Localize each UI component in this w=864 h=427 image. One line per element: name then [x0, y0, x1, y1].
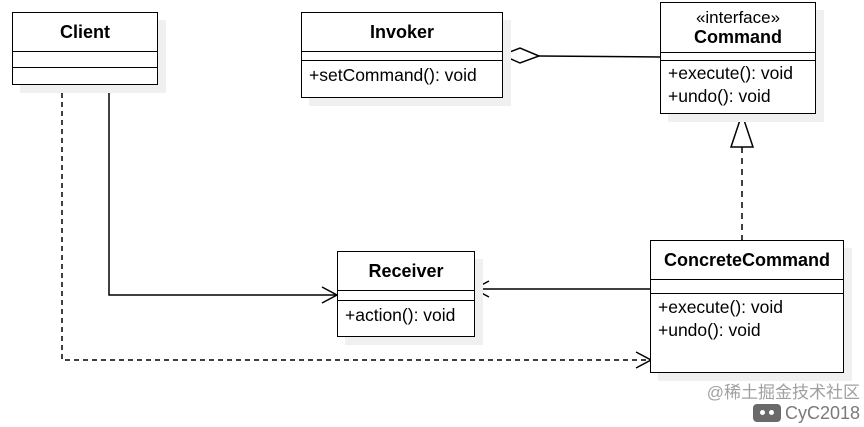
- command-stereotype: «interface»: [695, 8, 781, 27]
- invoker-command-aggregation-line: [538, 55, 662, 58]
- invoker-class: Invoker +setCommand(): void: [301, 12, 503, 98]
- command-interface-header: «interface» Command: [661, 3, 815, 53]
- client-attributes: [13, 52, 157, 68]
- concrete-operation-execute: +execute(): void: [658, 297, 783, 317]
- invoker-operations: +setCommand(): void: [302, 61, 502, 87]
- receiver-operations: +action(): void: [338, 301, 474, 327]
- command-interface-name: Command: [693, 27, 782, 47]
- watermark: @稀土掘金技术社区 CyC2018: [707, 383, 860, 423]
- aggregation-diamond: [500, 47, 542, 64]
- command-operation-execute: +execute(): void: [668, 63, 793, 83]
- invoker-class-name: Invoker: [369, 22, 435, 42]
- concrete-command-class: ConcreteCommand +execute(): void +undo()…: [650, 240, 844, 373]
- command-interface: «interface» Command +execute(): void +un…: [660, 2, 816, 114]
- client-class: Client: [12, 12, 158, 85]
- command-operations: +execute(): void +undo(): void: [661, 61, 815, 108]
- receiver-attributes: [338, 291, 474, 301]
- juejin-logo-icon: [752, 404, 781, 422]
- client-class-header: Client: [13, 13, 157, 52]
- realization-arrowhead: [729, 111, 755, 148]
- client-receiver-line: [108, 84, 337, 296]
- command-attributes: [661, 53, 815, 61]
- receiver-class-name: Receiver: [368, 261, 444, 281]
- concrete-command-operations: +execute(): void +undo(): void: [651, 294, 843, 342]
- concrete-command-attributes: [651, 280, 843, 294]
- concrete-operation-undo: +undo(): void: [658, 320, 761, 340]
- invoker-attributes: [302, 52, 502, 61]
- receiver-class-header: Receiver: [338, 252, 474, 291]
- receiver-operation: +action(): void: [345, 305, 456, 325]
- watermark-author-text: CyC2018: [784, 403, 860, 423]
- watermark-site-text: @稀土掘金技术社区: [706, 383, 860, 402]
- concrete-command-header: ConcreteCommand: [651, 241, 843, 280]
- watermark-author: CyC2018: [752, 403, 860, 423]
- client-operations: [13, 68, 157, 83]
- command-operation-undo: +undo(): void: [668, 86, 771, 106]
- concrete-command-name: ConcreteCommand: [663, 250, 831, 270]
- invoker-class-header: Invoker: [302, 13, 502, 52]
- client-class-name: Client: [59, 22, 110, 42]
- client-concrete-dependency-line: [61, 84, 651, 361]
- invoker-operation: +setCommand(): void: [309, 65, 477, 85]
- receiver-class: Receiver +action(): void: [337, 251, 475, 337]
